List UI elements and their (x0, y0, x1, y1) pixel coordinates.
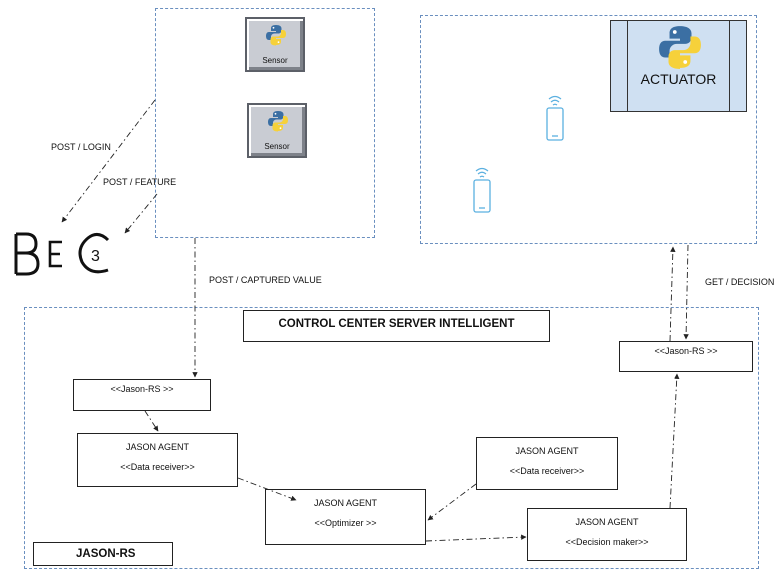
server-title: CONTROL CENTER SERVER INTELLIGENT (278, 318, 515, 330)
actuator-region (420, 15, 757, 244)
actuator-node: ACTUATOR (610, 20, 747, 112)
python-logo-icon (659, 26, 701, 69)
jason-rs-input-label: <<Jason-RS >> (110, 384, 174, 394)
jason-rs-footer-label: JASON-RS (76, 548, 136, 560)
sensor-label: Sensor (262, 56, 288, 65)
arrow-actuator-to-rs (683, 244, 689, 340)
jason-rs-input-box: <<Jason-RS >> (73, 379, 211, 411)
edge-label-post-feature: POST / FEATURE (103, 177, 177, 187)
python-logo-icon (268, 111, 288, 132)
smartphone-wifi-icon (546, 95, 564, 141)
actuator-right-panel (729, 21, 746, 111)
agent-title: JASON AGENT (313, 498, 377, 508)
arrow-receiver1-to-optimizer (237, 477, 297, 501)
arrow-optimizer-to-decision (425, 534, 527, 542)
edge-label-get-decision: GET / DECISION (705, 277, 775, 287)
smartphone-wifi-icon (473, 167, 491, 213)
agent-role: <<Data receiver>> (509, 466, 585, 476)
bec3-logo: 3 (12, 228, 122, 280)
svg-text:3: 3 (91, 248, 100, 265)
agent-data-receiver-2: JASON AGENT <<Data receiver>> (476, 437, 618, 490)
python-logo-icon (266, 25, 286, 46)
agent-title: JASON AGENT (125, 442, 189, 452)
actuator-left-panel (611, 21, 628, 111)
agent-optimizer: JASON AGENT <<Optimizer >> (265, 489, 426, 545)
server-region (24, 307, 759, 569)
server-title-box: CONTROL CENTER SERVER INTELLIGENT (243, 310, 550, 342)
arrow-post-login (61, 99, 156, 223)
edge-label-post-login: POST / LOGIN (51, 142, 111, 152)
arrow-rs-to-actuator-region (669, 246, 676, 342)
jason-rs-footer-box: JASON-RS (33, 542, 173, 566)
sensor-node-2: Sensor (247, 103, 307, 158)
agent-title: JASON AGENT (575, 517, 639, 527)
bec3-logo-mark: 3 (14, 232, 110, 276)
actuator-label: ACTUATOR (640, 71, 717, 87)
sensor-node-1: Sensor (245, 17, 305, 72)
jason-rs-output-box: <<Jason-RS >> (619, 341, 753, 372)
jason-rs-output-label: <<Jason-RS >> (654, 346, 718, 356)
agent-role: <<Optimizer >> (314, 518, 377, 528)
agent-role: <<Decision maker>> (565, 537, 649, 547)
edge-label-post-captured: POST / CAPTURED VALUE (209, 275, 322, 285)
arrow-post-feature (124, 193, 158, 234)
agent-title: JASON AGENT (515, 446, 579, 456)
arrow-receiver2-to-optimizer (427, 483, 477, 521)
agent-role: <<Data receiver>> (120, 462, 195, 472)
sensor-region (155, 8, 375, 238)
agent-data-receiver-1: JASON AGENT <<Data receiver>> (77, 433, 238, 487)
sensor-label: Sensor (264, 142, 290, 151)
arrow-rs-to-receiver (144, 410, 159, 432)
arrow-decision-to-rs (669, 373, 680, 509)
agent-decision-maker: JASON AGENT <<Decision maker>> (527, 508, 687, 561)
